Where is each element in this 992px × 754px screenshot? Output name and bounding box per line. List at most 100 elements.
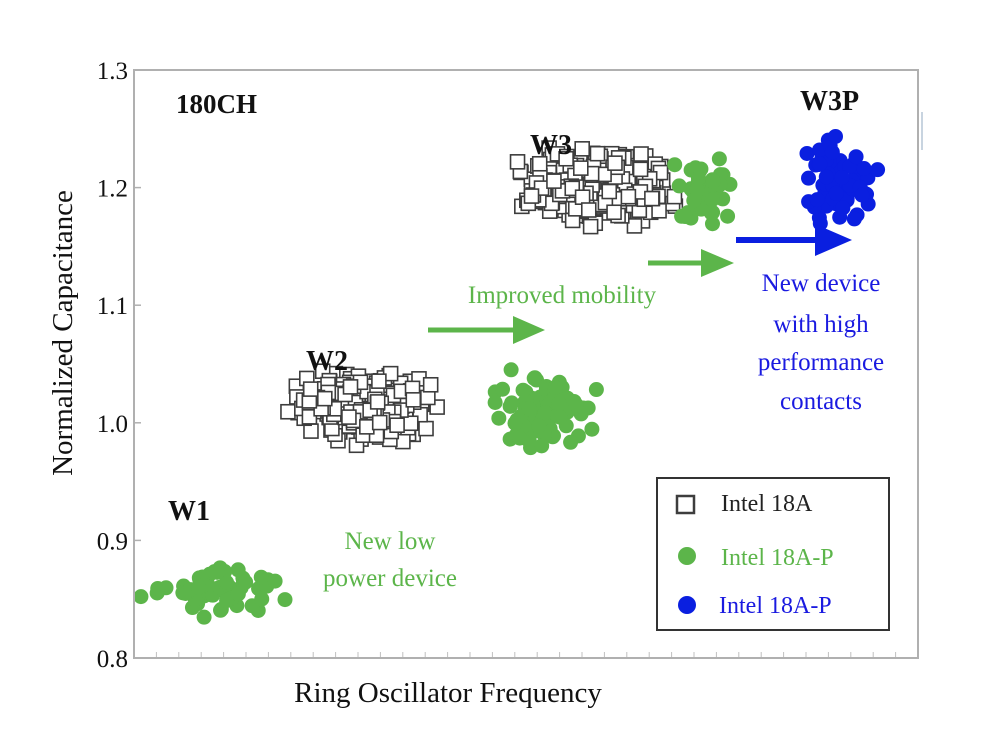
y-tick-label: 0.8 — [97, 646, 128, 673]
data-point-circle — [133, 589, 149, 605]
data-point-circle — [526, 370, 542, 386]
data-point-square — [342, 379, 359, 395]
data-points — [133, 128, 886, 625]
data-point-square — [341, 409, 357, 425]
data-point-square — [607, 155, 623, 171]
data-point-circle — [854, 187, 870, 203]
data-point-square — [389, 417, 405, 434]
data-point-circle — [812, 156, 828, 172]
data-point-square — [523, 188, 540, 204]
legend-label-intel-18a: Intel 18A — [721, 491, 813, 517]
corner-label-180ch: 180CH — [176, 89, 257, 119]
annotation-line: New low — [345, 528, 436, 555]
data-point-circle — [238, 574, 254, 590]
data-point-circle — [834, 170, 850, 186]
data-point-circle — [491, 410, 507, 426]
data-point-circle — [531, 418, 547, 434]
data-point-circle — [196, 609, 212, 625]
legend: Intel 18A Intel 18A-P Intel 18A-P — [656, 477, 890, 631]
annotation-line: power device — [323, 565, 457, 592]
data-point-square — [359, 419, 375, 435]
data-point-square — [316, 390, 333, 407]
data-point-square — [580, 202, 597, 218]
data-point-circle — [504, 395, 520, 411]
data-point-circle — [230, 586, 246, 602]
data-point-circle — [563, 434, 579, 450]
data-point-circle — [667, 157, 683, 173]
arrow-w3-improved-mobility — [648, 249, 734, 277]
data-point-square — [644, 190, 660, 207]
annotation-line: with high — [773, 311, 869, 338]
data-point-circle — [150, 580, 166, 596]
data-point-square — [574, 141, 590, 157]
data-point-circle — [253, 569, 269, 585]
data-point-circle — [835, 200, 851, 216]
data-point-square — [572, 160, 589, 176]
data-point-square — [589, 145, 606, 162]
data-point-circle — [870, 162, 886, 178]
data-point-square — [371, 373, 387, 389]
data-point-square — [574, 189, 591, 205]
data-point-circle — [809, 192, 825, 208]
data-point-square — [303, 423, 319, 439]
group-label-w1: W1 — [168, 496, 210, 527]
x-axis-label: Ring Oscillator Frequency — [294, 677, 602, 709]
data-point-circle — [846, 211, 862, 227]
data-point-circle — [503, 362, 519, 378]
y-tick-label: 1.2 — [97, 176, 128, 203]
data-point-circle — [534, 438, 550, 454]
data-point-circle — [690, 170, 706, 186]
data-point-circle — [704, 216, 720, 232]
data-point-square — [633, 146, 649, 162]
data-point-circle — [818, 169, 834, 185]
data-point-circle — [191, 579, 207, 595]
data-point-circle — [512, 430, 528, 446]
data-point-circle — [580, 400, 596, 416]
data-point-circle — [507, 415, 523, 431]
legend-marker-open-square — [675, 494, 696, 515]
arrow-w2-improved-mobility — [428, 316, 545, 344]
annotation-line: contacts — [780, 388, 862, 415]
data-point-square — [418, 420, 434, 437]
plot-area-frame — [133, 69, 919, 659]
data-point-circle — [584, 421, 600, 437]
data-point-circle — [552, 409, 568, 425]
data-point-circle — [277, 592, 293, 608]
data-point-square — [405, 392, 422, 408]
annotation-line: New device — [762, 270, 881, 297]
data-point-square — [626, 218, 643, 234]
data-point-circle — [801, 170, 817, 186]
y-tick-label: 1.3 — [97, 58, 128, 85]
data-point-square — [632, 161, 649, 178]
y-tick-label: 1.0 — [97, 411, 128, 438]
data-point-square — [509, 154, 526, 170]
data-point-square — [606, 204, 622, 221]
data-point-circle — [704, 192, 720, 208]
group-label-w3p: W3P — [800, 86, 859, 117]
data-point-square — [620, 188, 637, 205]
annotation-line: performance — [758, 349, 884, 376]
data-point-circle — [219, 593, 235, 609]
data-point-circle — [856, 160, 872, 176]
data-point-circle — [206, 564, 222, 580]
data-point-circle — [711, 151, 727, 167]
data-point-circle — [495, 381, 511, 397]
data-point-circle — [689, 182, 705, 198]
data-point-square — [402, 415, 419, 432]
data-point-circle — [588, 382, 604, 398]
data-point-circle — [537, 405, 553, 421]
annotation-high-performance-contacts: New device with high performance contact… — [758, 270, 884, 415]
data-point-circle — [848, 149, 864, 165]
data-point-square — [422, 376, 439, 393]
data-point-circle — [547, 379, 563, 395]
y-axis-label: Normalized Capacitance — [47, 190, 79, 476]
annotation-improved-mobility: Improved mobility — [468, 282, 657, 309]
data-point-square — [302, 381, 319, 397]
data-point-circle — [568, 397, 584, 413]
data-point-circle — [705, 173, 721, 189]
y-tick-labels: 0.80.91.01.11.21.3 — [97, 58, 128, 673]
data-point-circle — [824, 144, 840, 160]
data-point-circle — [827, 128, 843, 144]
legend-label-intel-18a-p-blue: Intel 18A-P — [719, 593, 832, 619]
